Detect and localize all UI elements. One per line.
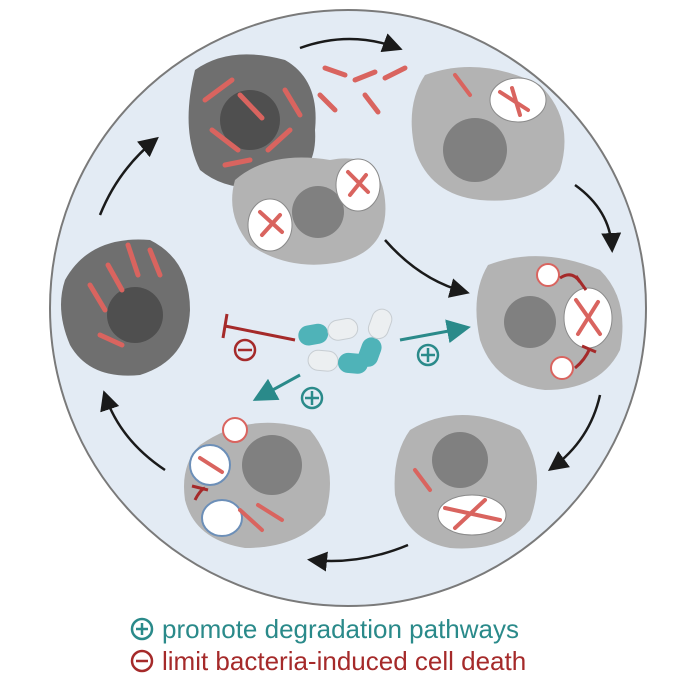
plus-circle-icon [300, 386, 324, 410]
bacterium [209, 127, 241, 153]
minus-circle-icon [233, 338, 257, 362]
inhibit-bar-icon [559, 273, 597, 370]
inhibit-bar-icon [191, 484, 209, 501]
cycle-arrow-left-upper [98, 136, 159, 216]
bacterium [238, 508, 264, 532]
plus-circle-icon [130, 617, 154, 641]
bacterium [147, 247, 163, 278]
bacterium [282, 87, 303, 118]
bacterium [265, 127, 293, 153]
bacterium [413, 468, 432, 492]
dying-cell-top [188, 54, 408, 188]
bacterium [317, 92, 338, 113]
cell-bottom-left [184, 417, 330, 548]
cycle-arrow-right-lower [547, 394, 602, 471]
bacterium [198, 456, 224, 474]
bacterium [348, 173, 368, 197]
cell-top-right-nucleus [443, 118, 507, 182]
plus-circle-icon [416, 343, 440, 367]
bacterium [125, 242, 141, 278]
promote-arrow-right [399, 319, 471, 344]
bacterium [362, 92, 381, 115]
cycle-arrow-left-lower [100, 390, 166, 472]
legend-limit-label: limit bacteria-induced cell death [162, 645, 527, 676]
cell-bottom-left-nucleus [242, 435, 302, 495]
bacterium [202, 77, 235, 103]
bacterium [97, 332, 125, 348]
bacterium [87, 282, 108, 313]
infected-cell-center-nucleus [292, 186, 344, 238]
dying-cell-left [61, 239, 190, 376]
bacterium [260, 213, 282, 237]
promote-arrows [252, 319, 471, 401]
cell-bottom-right-nucleus [432, 432, 488, 488]
bacterium [105, 262, 125, 293]
dying-cell-top-nucleus [220, 90, 280, 150]
cycle-arrow-inner [384, 239, 470, 298]
legend-promote-label: promote degradation pathways [162, 613, 520, 644]
autophagosome [222, 417, 248, 443]
infected-cell-center [232, 157, 386, 265]
bacteria-cluster-top [202, 65, 408, 168]
cycle-arrow-bottom [307, 543, 409, 572]
dying-cell-left-nucleus [107, 287, 163, 343]
vacuole [201, 499, 243, 537]
infected-cell-top-right [411, 67, 565, 201]
cell-right-nucleus [504, 296, 556, 348]
cycle-arrows [98, 33, 622, 572]
bacterium [237, 92, 265, 121]
bacterium [453, 498, 487, 530]
vacuole [489, 77, 547, 123]
bacterium [352, 69, 378, 83]
bacterium [510, 86, 522, 117]
promote-arrow-down-left [252, 373, 301, 401]
capsule-icon [298, 308, 393, 374]
bacterium [258, 210, 284, 234]
bacterium [453, 73, 472, 97]
inhibit-arrow [221, 313, 296, 342]
bacterium [222, 157, 253, 168]
cycle-arrow-right-upper [574, 183, 622, 253]
legend-limit: limit bacteria-induced cell death [130, 646, 526, 676]
minus-circle-icon [130, 649, 154, 673]
cycle-arrow-top [299, 33, 403, 53]
bacterium [322, 65, 348, 78]
autophagosome [536, 263, 560, 287]
bacterium [382, 65, 408, 81]
cell-right-degrading [476, 256, 623, 390]
bacterium [256, 503, 284, 522]
bacterium [576, 300, 600, 336]
autophagosome [550, 356, 574, 380]
legend-promote: promote degradation pathways [130, 614, 519, 644]
cell-bottom-right [394, 415, 538, 549]
